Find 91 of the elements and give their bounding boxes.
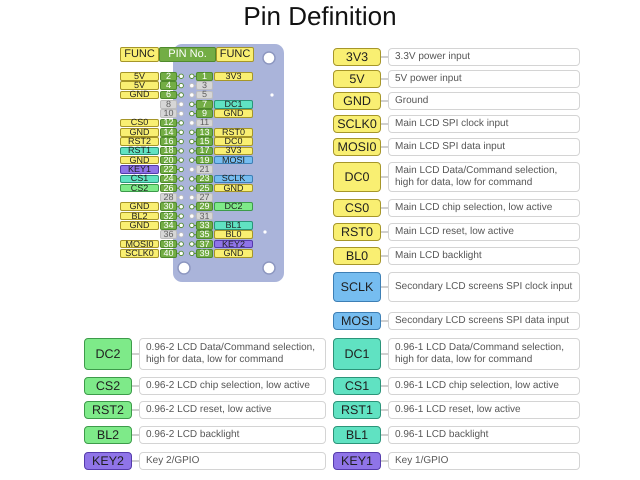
pin-number: 18 [160, 146, 177, 156]
connector-line [380, 56, 388, 58]
signal-name-tag: 3V3 [333, 48, 381, 66]
signal-name-tag: DC1 [333, 338, 381, 370]
signal-description: 0.96-1 LCD backlight [388, 426, 580, 444]
signal-description: 0.96-1 LCD reset, low active [388, 401, 580, 419]
signal-name-tag: KEY2 [84, 452, 132, 470]
pin-function-label: CS1 [120, 174, 159, 184]
signal-description: Secondary LCD screens SPI clock input [388, 272, 580, 302]
signal-name-tag: CS2 [84, 377, 132, 395]
pin-number: 6 [160, 90, 177, 100]
signal-name-tag: RST2 [84, 401, 132, 419]
connector-line [380, 460, 388, 462]
signal-description: Secondary LCD screens SPI data input [388, 312, 580, 330]
signal-description: Main LCD SPI clock input [388, 115, 580, 133]
pin-function-label: GND [120, 90, 159, 100]
pin-function-label: RST1 [120, 146, 159, 156]
pin-number: 2 [160, 72, 177, 81]
pin-number: 34 [160, 221, 177, 230]
signal-description: 0.96-2 LCD chip selection, low active [139, 377, 326, 395]
signal-description: Main LCD reset, low active [388, 223, 580, 241]
signal-description: 0.96-2 LCD reset, low active [139, 401, 326, 419]
signal-name-tag: RST0 [333, 223, 381, 241]
pin-number: 38 [160, 240, 177, 248]
pin-function-label: GND [120, 202, 159, 212]
signal-name-tag: SCLK [333, 272, 381, 302]
pin-number: 8 [160, 100, 177, 109]
pin-number: 24 [160, 174, 177, 184]
pin-function-label: MOSI0 [120, 240, 159, 248]
signal-name-tag: BL2 [84, 426, 132, 444]
connector-line [380, 286, 388, 288]
connector-line [380, 176, 388, 178]
signal-name-tag: DC2 [84, 338, 132, 370]
connector-line [380, 434, 388, 436]
pin-number: 22 [160, 165, 177, 174]
connector-line [132, 434, 140, 436]
signal-description: Main LCD backlight [388, 247, 580, 265]
title: Pin Definition [243, 1, 397, 31]
pin-function-label: KEY1 [120, 165, 159, 174]
signal-description: 5V power input [388, 70, 580, 88]
signal-name-tag: MOSI [333, 312, 381, 330]
connector-line [380, 100, 388, 102]
pin-function-label: BL2 [120, 212, 159, 220]
signal-name-tag: SCLK0 [333, 115, 381, 133]
pin-function-label: CS0 [120, 118, 159, 128]
signal-name-tag: KEY1 [333, 452, 381, 470]
signal-name-tag: GND [333, 92, 381, 110]
signal-name-tag: CS0 [333, 199, 381, 217]
pin-number: 32 [160, 212, 177, 220]
pin-function-label: SCLK0 [120, 249, 159, 258]
signal-description: 3.3V power input [388, 48, 580, 66]
connector-line [380, 320, 388, 322]
signal-description: Main LCD SPI data input [388, 138, 580, 156]
signal-name-tag: 5V [333, 70, 381, 88]
connector-line [132, 460, 140, 462]
pin-function-label: 5V [120, 81, 159, 90]
signal-description: Main LCD chip selection, low active [388, 199, 580, 217]
signal-description: 0.96-1 LCD Data/Command selection, high for data, low for command [388, 338, 580, 370]
pin-function-label: GND [120, 221, 159, 230]
pin-number: 16 [160, 137, 177, 146]
pin-function-label: CS2 [120, 184, 159, 192]
signal-description: Main LCD Data/Command selection, high for data, low for command [388, 162, 580, 192]
pin-number: 10 [160, 109, 177, 118]
connector-line [380, 146, 388, 148]
signal-name-tag: BL1 [333, 426, 381, 444]
pin-number: 12 [160, 118, 177, 128]
signal-description: Key 2/GPIO [139, 452, 326, 470]
pin-number: 40 [160, 249, 177, 258]
column-header: FUNC [120, 47, 159, 62]
signal-name-tag: BL0 [333, 247, 381, 265]
pin-number: 20 [160, 156, 177, 164]
signal-name-tag: RST1 [333, 401, 381, 419]
pin-number: 14 [160, 128, 177, 136]
pin-number: 36 [160, 230, 177, 240]
signal-description: 0.96-2 LCD Data/Command selection, high for data, low for command [139, 338, 326, 370]
pin-number: 28 [160, 193, 177, 202]
pin-function-label: GND [120, 156, 159, 164]
signal-name-tag: CS1 [333, 377, 381, 395]
signal-name-tag: DC0 [333, 162, 381, 192]
signal-description: 0.96-2 LCD backlight [139, 426, 326, 444]
signal-name-tag: MOSI0 [333, 138, 381, 156]
signal-description: Key 1/GPIO [388, 452, 580, 470]
connector-line [380, 78, 388, 80]
signal-description: Ground [388, 92, 580, 110]
pin-number: 26 [160, 184, 177, 192]
pin-function-label: 5V [120, 72, 159, 81]
pin-function-label: GND [120, 128, 159, 136]
signal-description: 0.96-1 LCD chip selection, low active [388, 377, 580, 395]
pin-function-label: RST2 [120, 137, 159, 146]
pin-number: 4 [160, 81, 177, 90]
pin-number: 30 [160, 202, 177, 212]
